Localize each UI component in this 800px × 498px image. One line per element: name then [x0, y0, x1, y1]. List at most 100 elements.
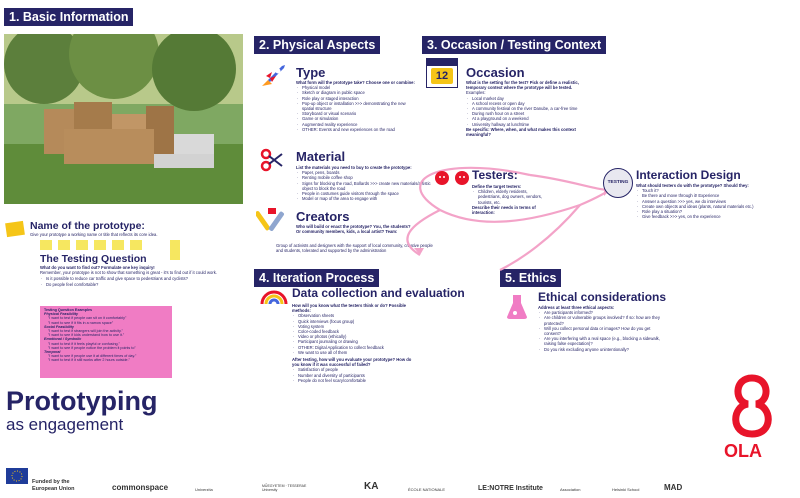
footer-logo: Funded by the European Union — [32, 479, 75, 492]
prototyping-title: Prototyping — [6, 386, 158, 416]
ethics-lead: Address at least three ethical aspects: — [538, 305, 615, 310]
data-method: We want to use all of them — [292, 350, 412, 355]
interaction-item: Role play a situation? — [636, 209, 756, 214]
type-title: Type — [296, 65, 326, 80]
rocket-icon — [258, 62, 288, 90]
material-item: People in costumes guide visitors throug… — [296, 191, 431, 196]
section-occasion-header: 3. Occasion / Testing Context — [422, 36, 607, 54]
ethics-question: Are children or vulnerable groups involv… — [538, 315, 668, 325]
example-question: "I want to see if kids understand how to… — [48, 333, 125, 338]
example-category: Physical Feasibility — [44, 312, 79, 317]
type-option: Pop-up object or installation >>> demons… — [296, 101, 416, 111]
example-category: Emotional / Symbolic — [44, 337, 82, 342]
occasion-example: At a playground on a weekend — [466, 116, 586, 121]
prototype-photo — [4, 34, 243, 204]
type-option: Role play or staged interaction — [296, 96, 416, 101]
footer-logo: MŰEGYETEM · TESSERAE University — [262, 484, 307, 492]
ethics-question: Do you risk excluding anyone unintention… — [538, 347, 668, 352]
examples-box: Testing Question Examples Physical Feasi… — [40, 306, 172, 378]
occasion-title: Occasion — [466, 65, 525, 80]
prototyping-subtitle: as engagement — [6, 415, 124, 434]
data-method: Observation sheets — [292, 313, 412, 318]
footer-logo: Association — [560, 487, 581, 492]
tester-item: Children, elderly residents, pedestrians… — [472, 189, 550, 205]
footer-logo: LE:NOTRE Institute — [478, 485, 543, 492]
examples-heading: Testing Question Examples — [44, 308, 93, 312]
ola-wordmark: OLA — [724, 441, 762, 461]
type-option: Augmented reality experience — [296, 122, 416, 127]
evaluation-criterion: Satisfaction of people — [292, 367, 412, 372]
footer-logo: Helsinki School — [612, 487, 640, 492]
evaluation-criterion: People do not feel scary/comfortable — [292, 378, 412, 383]
type-option: Storyboard or visual scenario — [296, 111, 416, 116]
testing-badge-icon: TESTING — [603, 168, 633, 198]
interaction-lead: What should testers do with the prototyp… — [636, 183, 749, 188]
material-lead: List the materials you need to buy to cr… — [296, 165, 412, 170]
type-option: Physical model — [296, 85, 416, 90]
type-option: Sketch or diagram in public space — [296, 90, 416, 95]
material-item: Model or map of the area to engage with — [296, 196, 431, 201]
section-ethics-header: 5. Ethics — [500, 269, 562, 287]
prototype-name-title: Name of the prototype: — [30, 220, 145, 232]
testers-title: Testers: — [472, 168, 518, 182]
occasion-lead: What is the setting for the test? Pick o… — [466, 80, 579, 91]
occasion-footer: Be specific: Where, when, and what makes… — [466, 126, 576, 138]
prototype-name-text: Give your prototype a working name or ti… — [30, 232, 158, 237]
interaction-item: Give feedback >>> yes, on the experience — [636, 214, 756, 219]
type-option: Game or simulation — [296, 116, 416, 121]
data-method: Video or photos (ethically) — [292, 334, 412, 339]
tools-icon — [256, 206, 288, 236]
data-collection-lead2: After testing, how will you evaluate you… — [292, 357, 412, 368]
testers-lead: Define the target testers: — [472, 184, 522, 189]
example-question: "I want to test if people can sit on it … — [48, 316, 127, 321]
occasion-example: A community festival on the river Danube… — [466, 106, 586, 111]
ethics-question: Are participants informed? — [538, 310, 668, 315]
scissors-icon — [260, 148, 284, 172]
testers-footer: Describe their needs in terms of interac… — [472, 204, 536, 216]
section-iteration-header: 4. Iteration Process — [254, 269, 380, 287]
example-question: "I want to test if strangers will join t… — [48, 329, 123, 334]
testing-question-bullet: Is it possible to reduce car traffic and… — [40, 276, 240, 281]
footer-logo: KA — [364, 481, 379, 492]
data-collection-title: Data collection and evaluation — [292, 286, 465, 300]
testing-question-lead: What do you want to find out? Formulate … — [40, 265, 155, 270]
ola-logo-icon — [724, 372, 780, 440]
data-method: Color-coded feedback — [292, 329, 412, 334]
ethics-question: Are you interfering with a real space (e… — [538, 336, 668, 346]
ethics-question: Will you collect personal data or images… — [538, 326, 668, 336]
footer-logo: ÉCOLE NATIONALE — [408, 487, 446, 492]
ethics-title: Ethical considerations — [538, 290, 667, 304]
interaction-item: Touch it? — [636, 188, 756, 193]
rainbow-icon — [260, 286, 288, 306]
testing-question-bullet: Do people feel comfortable? — [40, 282, 240, 287]
interaction-item: Be there and move through it! Experience — [636, 193, 756, 198]
footer-logo: MAD — [664, 483, 683, 492]
data-collection-lead: How will you know what the testers think… — [292, 303, 407, 314]
flask-icon — [504, 293, 530, 321]
interaction-item: Create own objects and ideas (plants, na… — [636, 204, 756, 209]
interaction-item: Answer a question >>> yes, we do intervi… — [636, 199, 756, 204]
example-question: "I want to test if it feels playful or c… — [48, 341, 120, 346]
occasion-example: Local market day — [466, 96, 586, 101]
material-item: Renting mobile coffee shop — [296, 175, 431, 180]
section-physical-header: 2. Physical Aspects — [254, 36, 381, 54]
creators-text: Group of activists and designers with th… — [276, 243, 433, 254]
example-question: "I want to test if it still works after … — [48, 358, 130, 363]
type-option: OTHER: Events and new experiences on the… — [296, 127, 416, 132]
occasion-examples-label: Examples: — [466, 90, 486, 96]
section-basic-header: 1. Basic Information — [4, 8, 134, 26]
calendar-icon: 12 — [426, 58, 458, 88]
example-category: Temporal — [44, 350, 61, 355]
material-title: Material — [296, 149, 346, 164]
occasion-example: During rush hour on a street — [466, 111, 586, 116]
data-method: Voting system — [292, 324, 412, 329]
footer-logo: Univerzita — [195, 487, 213, 492]
example-question: "I want to see if it fits in a narrow sp… — [48, 320, 114, 325]
data-method: Participant journaling or drawing — [292, 339, 412, 344]
sticky-note-icon — [5, 220, 25, 238]
creators-lead: Who will build or enact the prototype? Y… — [296, 224, 411, 235]
sticky-notes-icon — [40, 240, 180, 260]
example-question: "I want to see if people notice the prob… — [48, 345, 136, 350]
footer-logo: commonspace — [112, 483, 169, 492]
creators-title: Creators — [296, 209, 350, 224]
